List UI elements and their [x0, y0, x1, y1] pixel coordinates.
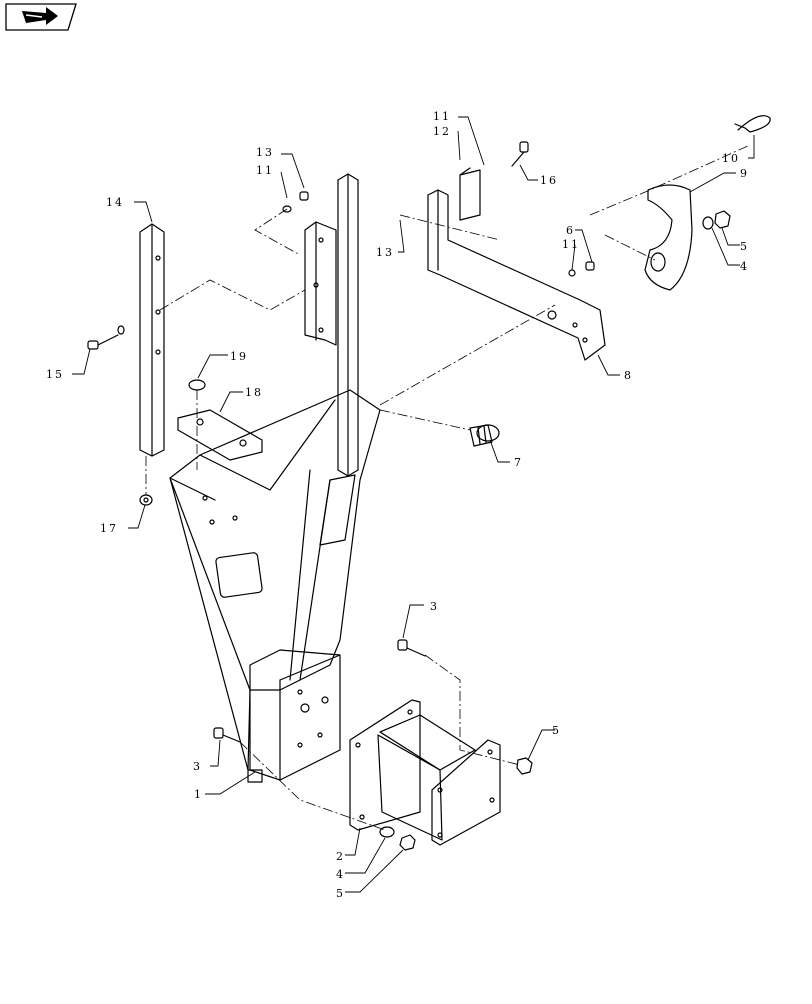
callout-11-upper-left: 11 — [256, 164, 274, 177]
callout-12: 12 — [433, 125, 451, 138]
part-3-bolt-left — [213, 727, 241, 743]
callout-7: 7 — [514, 456, 523, 469]
callout-5-right: 5 — [740, 240, 749, 253]
part-5-nut-bottom — [399, 834, 416, 851]
part-19-cap — [188, 379, 206, 391]
callout-5-bottom: 5 — [336, 887, 345, 900]
part-15-bolt — [87, 325, 125, 350]
part-4-washer-right — [702, 216, 714, 230]
upper-bracket-plate — [304, 221, 337, 346]
back-button[interactable] — [4, 3, 78, 31]
callout-13-upper: 13 — [256, 146, 274, 159]
part-2-hitch — [349, 699, 501, 846]
callout-10: 10 — [722, 152, 740, 165]
callout-18: 18 — [245, 386, 263, 399]
part-1-frame — [169, 389, 381, 783]
callout-2: 2 — [336, 850, 345, 863]
callout-6: 6 — [566, 224, 575, 237]
callout-17: 17 — [100, 522, 118, 535]
part-17-nut — [139, 494, 153, 506]
callout-11-upper-right: 11 — [433, 110, 451, 123]
part-5-nut-right — [714, 210, 731, 229]
callout-4-right: 4 — [740, 260, 749, 273]
callout-3-right: 3 — [430, 600, 439, 613]
part-8-arm — [427, 189, 606, 361]
back-arrow-icon — [5, 3, 77, 31]
part-18-plate — [177, 409, 263, 461]
part-3-bolt-right — [397, 639, 426, 657]
part-7-plug — [469, 424, 500, 447]
part-5-nut-lower — [516, 757, 533, 775]
callout-labels: 1 2 3 3 4 4 5 5 5 6 7 8 9 10 11 11 11 12… — [46, 110, 749, 900]
part-14-strap — [139, 223, 165, 457]
part-9-latch — [644, 184, 693, 291]
callout-15: 15 — [46, 368, 64, 381]
callout-16: 16 — [540, 174, 558, 187]
callout-1: 1 — [194, 788, 203, 801]
callout-3-left: 3 — [193, 760, 202, 773]
main-post — [337, 173, 359, 477]
part-13-bolt-left — [282, 191, 309, 213]
callout-8: 8 — [624, 369, 633, 382]
part-10-clip — [734, 115, 771, 133]
callout-19: 19 — [230, 350, 248, 363]
callout-9: 9 — [740, 167, 749, 180]
leader-lines — [72, 116, 755, 893]
callout-5-mid: 5 — [552, 724, 561, 737]
callout-4-lower: 4 — [336, 868, 345, 881]
part-16-bolt — [511, 141, 529, 167]
centerlines — [145, 144, 751, 831]
callout-11-mid: 11 — [562, 238, 580, 251]
callout-13-mid: 13 — [376, 246, 394, 259]
part-4-washer-lower — [379, 826, 395, 838]
part-12-bracket — [459, 167, 481, 221]
callout-14: 14 — [106, 196, 124, 209]
